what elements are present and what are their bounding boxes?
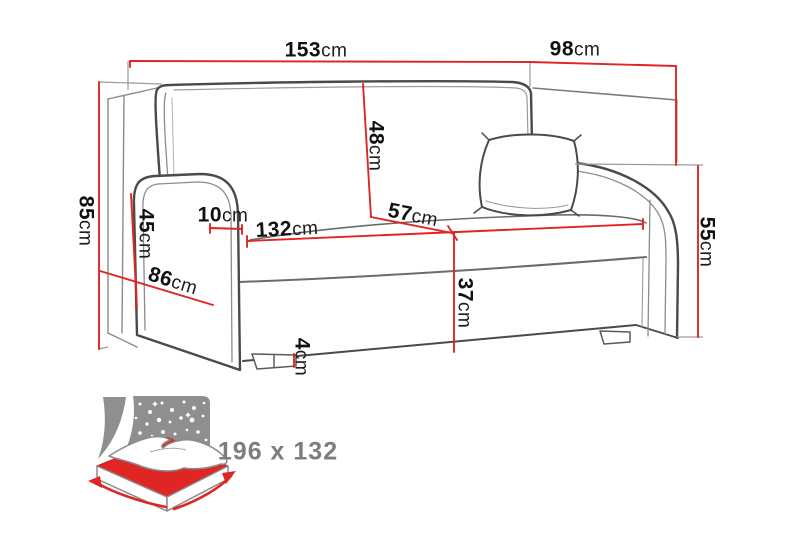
extension-lines [98,61,704,350]
dim-label-total-height: 85cm [74,195,98,247]
dim-line-86 [99,270,214,306]
dim-label-armrest-front-height: 45cm [134,208,158,260]
front-right-leg [599,330,631,345]
sofa-backrest [154,79,678,182]
dim-label-backrest-height: 48cm [364,120,388,172]
sofa-right-armrest [574,161,680,340]
dim-label-total-width: 153cm [284,38,348,62]
moon-crescent [98,397,126,459]
dim-label-armrest-top-width: 10cm [197,203,249,227]
sleeping-function-bed-icon [88,396,236,512]
dim-label-armrest-total-height: 55cm [695,216,719,268]
dim-label-seat-width: 132cm [255,217,319,243]
sofa-seat [239,214,679,362]
sofa-back-panel [107,87,158,348]
dim-line-10 [209,227,243,230]
dim-line-98 [528,61,677,67]
pillow [473,132,582,217]
dim-label-seat-height: 37cm [453,277,477,329]
dim-line-48 [362,83,372,218]
dimension-lines [98,60,699,368]
dim-label-total-depth: 98cm [549,37,601,61]
sofa-legs [251,330,631,370]
duvet [108,435,228,472]
dim-line-45 [130,193,138,309]
sleeping-area-size-label: 196 x 132 [217,437,339,466]
sofa-left-armrest [132,172,242,372]
dim-line-153 [129,60,530,63]
dim-line-57 [370,216,453,234]
dim-label-leg-height: 4cm [290,337,314,377]
